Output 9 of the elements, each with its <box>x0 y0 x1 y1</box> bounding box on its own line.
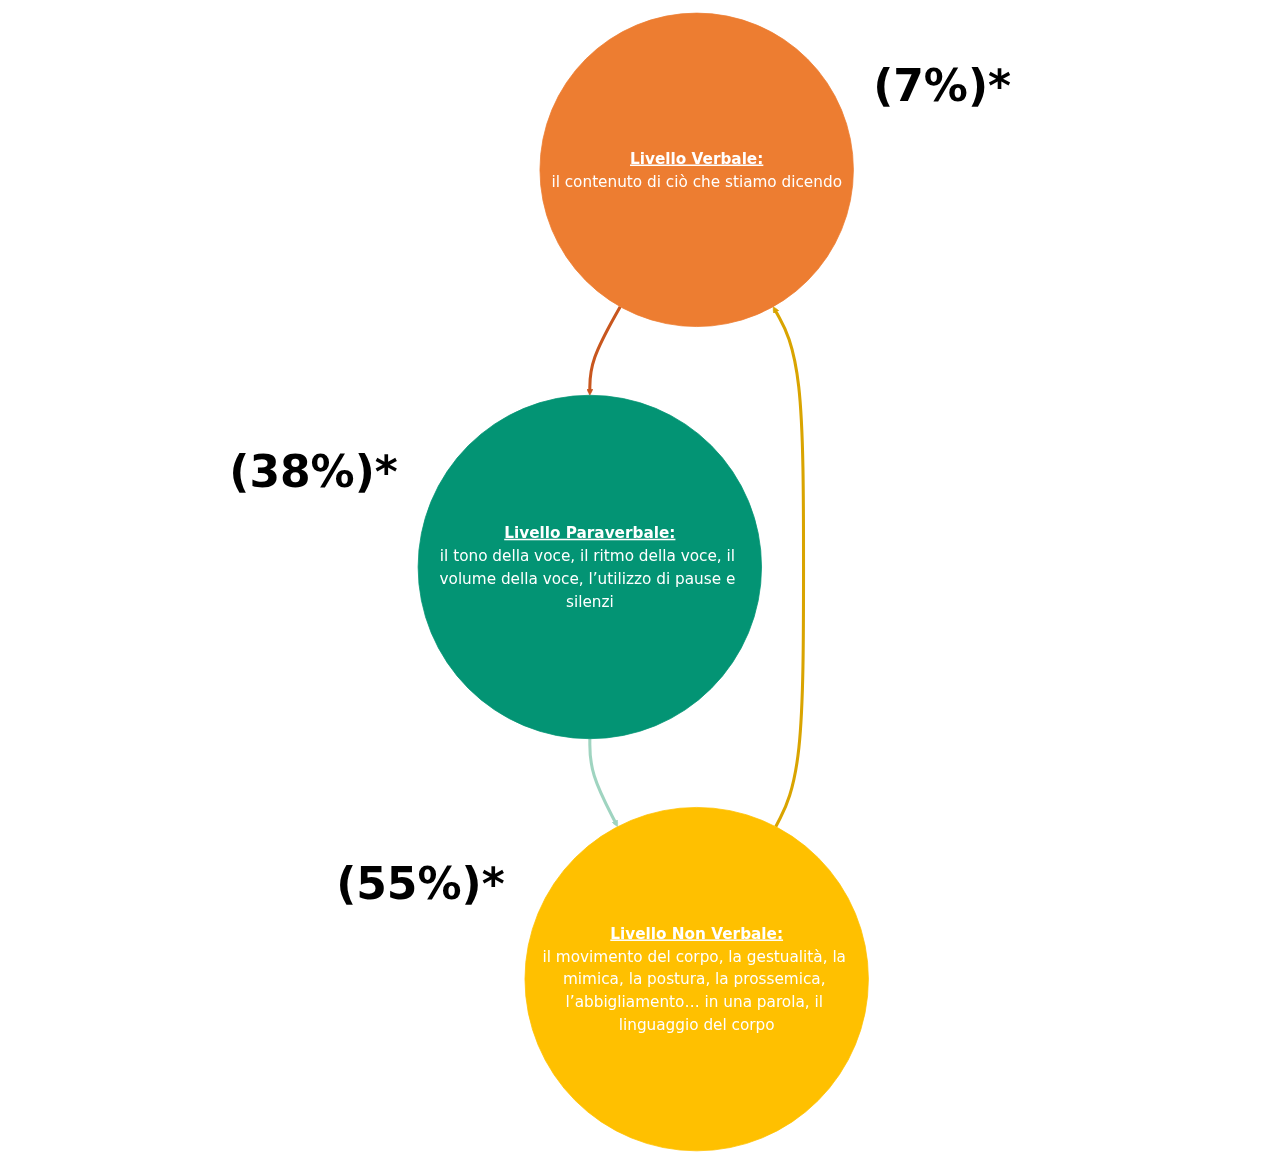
arrow <box>586 305 622 396</box>
node-circle: Livello Non Verbale: il movimento del corpo, la gestualità, la mimica, la postura, la prossemica, l’abbigliamento… in una parola, il linguaggio del corpo <box>524 806 869 1151</box>
arrow <box>772 305 805 827</box>
percentage-label: (55%)* <box>336 858 505 910</box>
node-circle: Livello Paraverbale: il tono della voce, il ritmo della voce, il volume della voce, l’utilizzo di pause e silenzi <box>417 394 762 739</box>
arrow <box>588 738 618 827</box>
percentage-label: (7%)* <box>873 59 1012 111</box>
percentage-label: (38%)* <box>229 446 398 498</box>
node-circle: Livello Verbale: il contenuto di ciò che stiamo dicendo <box>539 12 854 327</box>
